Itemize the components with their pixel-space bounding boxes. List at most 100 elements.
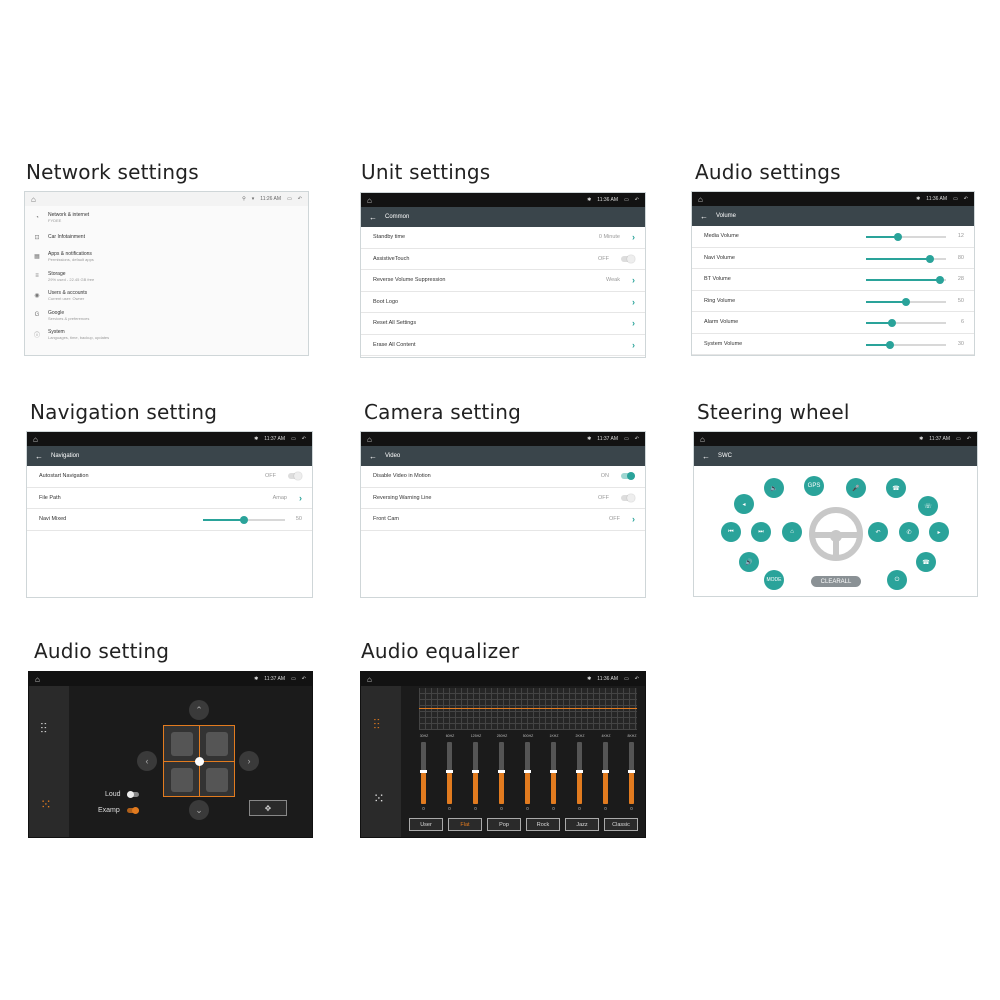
eq-band-slider[interactable] — [576, 742, 583, 804]
right-arrow-button[interactable]: › — [239, 751, 259, 771]
volume-up-icon[interactable]: 🔊 — [739, 552, 759, 572]
equalizer-icon[interactable]: ⫶⫶ — [40, 720, 47, 736]
eq-band-slider[interactable] — [446, 742, 453, 804]
volume-slider[interactable] — [866, 276, 946, 284]
balance-icon[interactable]: ⁙ — [40, 796, 52, 812]
volume-slider[interactable] — [866, 297, 946, 306]
toggle-switch[interactable] — [288, 472, 302, 481]
settings-row[interactable]: Boot Logo› — [361, 292, 645, 313]
mute-icon[interactable]: 🔈 — [764, 478, 784, 498]
back-icon[interactable]: ↶ — [966, 436, 971, 442]
slider-knob[interactable] — [902, 297, 910, 306]
settings-row[interactable]: Reset All Settings› — [361, 313, 645, 335]
band-knob[interactable] — [446, 770, 453, 773]
seat-balance-grid[interactable] — [163, 725, 235, 797]
row-autostart-navigation[interactable]: Autostart Navigation OFF — [27, 466, 312, 488]
mode-button[interactable]: MODE — [764, 570, 784, 590]
loud-toggle[interactable] — [127, 791, 139, 798]
call-end-icon[interactable]: ☏ — [918, 496, 938, 516]
slider-knob[interactable] — [240, 516, 248, 524]
toggle-switch[interactable] — [621, 472, 635, 481]
slider-knob[interactable] — [936, 276, 945, 284]
home-icon[interactable]: ⌂ — [367, 195, 372, 205]
eq-band-slider[interactable] — [602, 742, 609, 804]
home-icon[interactable]: ⌂ — [31, 194, 36, 204]
window-icon[interactable]: ▭ — [624, 197, 629, 203]
back-arrow-icon[interactable]: ← — [369, 451, 377, 461]
home-icon[interactable]: ⌂ — [700, 434, 705, 444]
toggle-switch[interactable] — [621, 254, 635, 263]
back-icon[interactable]: ↶ — [634, 436, 639, 442]
eq-band-slider[interactable] — [498, 742, 505, 804]
next-track-icon[interactable]: ⏭ — [751, 522, 771, 542]
band-knob[interactable] — [524, 770, 531, 773]
preset-button-flat[interactable]: Flat — [448, 818, 482, 831]
slider-knob[interactable] — [886, 340, 894, 349]
power-icon[interactable]: ⏻ — [887, 570, 907, 590]
volume-slider[interactable] — [866, 340, 946, 349]
clearall-button[interactable]: CLEARALL — [811, 576, 861, 587]
volume-slider[interactable] — [866, 254, 946, 263]
back-arrow-icon[interactable]: ← — [700, 211, 708, 221]
eq-band-slider[interactable] — [472, 742, 479, 804]
row-front-cam[interactable]: Front Cam OFF › — [361, 509, 645, 531]
window-icon[interactable]: ▭ — [956, 436, 961, 442]
back-arrow-icon[interactable]: ← — [35, 451, 43, 461]
window-icon[interactable]: ▭ — [291, 676, 296, 682]
row-file-path[interactable]: File Path Amap › — [27, 488, 312, 509]
home-icon[interactable]: ⌂ — [367, 674, 372, 684]
volume-slider[interactable] — [866, 233, 946, 241]
preset-button-pop[interactable]: Pop — [487, 818, 521, 831]
settings-row[interactable]: Erase All Content› — [361, 335, 645, 356]
examp-toggle[interactable] — [127, 807, 139, 814]
volume-down-icon[interactable]: ◂ — [734, 494, 754, 514]
row-disable-video-in-motion[interactable]: Disable Video in Motion ON — [361, 466, 645, 488]
row-navi-mixed[interactable]: Navi Mixed 50 — [27, 509, 312, 531]
row-reversing-warning-line[interactable]: Reversing Warning Line OFF — [361, 488, 645, 509]
preset-button-jazz[interactable]: Jazz — [565, 818, 599, 831]
eq-band-slider[interactable] — [628, 742, 635, 804]
window-icon[interactable]: ▭ — [624, 676, 629, 682]
navi-mixed-slider[interactable] — [203, 516, 285, 524]
left-arrow-button[interactable]: ‹ — [137, 751, 157, 771]
band-knob[interactable] — [576, 770, 583, 773]
preset-button-user[interactable]: User — [409, 818, 443, 831]
reset-center-button[interactable]: ✥ — [249, 800, 287, 816]
band-knob[interactable] — [550, 770, 557, 773]
window-icon[interactable]: ▭ — [287, 196, 292, 202]
home-icon[interactable]: ⌂ — [35, 674, 40, 684]
band-knob[interactable] — [628, 770, 635, 773]
back-icon[interactable]: ↶ — [297, 196, 302, 202]
eq-band-slider[interactable] — [524, 742, 531, 804]
up-arrow-button[interactable]: ⌃ — [189, 700, 209, 720]
microphone-icon[interactable]: 🎤 — [846, 478, 866, 498]
slider-knob[interactable] — [926, 254, 934, 263]
band-knob[interactable] — [498, 770, 505, 773]
window-icon[interactable]: ▭ — [291, 436, 296, 442]
previous-track-icon[interactable]: ⏮ — [721, 522, 741, 542]
phone-icon[interactable]: ✆ — [899, 522, 919, 542]
home-icon[interactable]: ⌂ — [367, 434, 372, 444]
preset-button-rock[interactable]: Rock — [526, 818, 560, 831]
forward-icon[interactable]: ▸ — [929, 522, 949, 542]
balance-point[interactable] — [195, 757, 204, 766]
balance-icon[interactable]: ⁙ — [373, 790, 385, 806]
window-icon[interactable]: ▭ — [953, 196, 958, 202]
back-button-icon[interactable]: ↶ — [868, 522, 888, 542]
network-menu-item[interactable]: ⊡Car Infotainment — [25, 228, 308, 248]
back-arrow-icon[interactable]: ← — [702, 451, 710, 461]
call-icon[interactable]: ☎ — [916, 552, 936, 572]
band-knob[interactable] — [472, 770, 479, 773]
band-knob[interactable] — [420, 770, 427, 773]
back-icon[interactable]: ↶ — [634, 197, 639, 203]
slider-knob[interactable] — [894, 233, 902, 241]
back-icon[interactable]: ↶ — [301, 436, 306, 442]
hangup-icon[interactable]: ☎ — [886, 478, 906, 498]
